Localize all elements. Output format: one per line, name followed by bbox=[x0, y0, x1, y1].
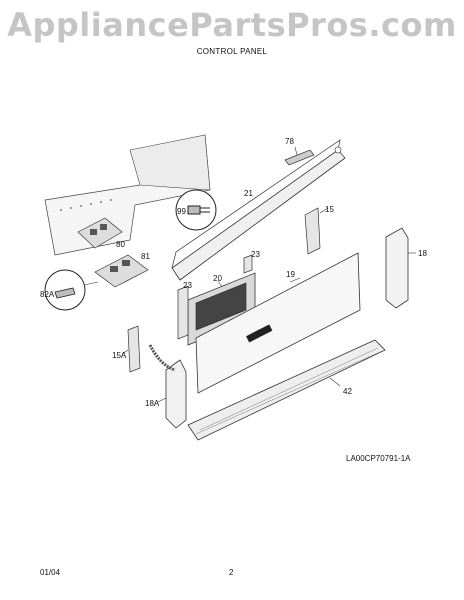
callout-80: 80 bbox=[116, 240, 125, 249]
relay-chip-2 bbox=[100, 224, 107, 230]
control-panel-19 bbox=[195, 252, 361, 394]
bracket-dots bbox=[60, 199, 112, 211]
bracket-top-panel bbox=[129, 134, 211, 191]
relay-chip-1 bbox=[90, 229, 97, 235]
callout-23-right: 23 bbox=[251, 250, 260, 259]
callout-20: 20 bbox=[213, 274, 222, 283]
watermark-logo: AppliancePartsPros.com bbox=[7, 6, 457, 44]
callout-23-left: 23 bbox=[183, 281, 192, 290]
callout-18: 18 bbox=[418, 249, 427, 258]
brand-badge bbox=[246, 324, 273, 343]
board-chip-1 bbox=[110, 266, 118, 272]
callout-81: 81 bbox=[141, 252, 150, 261]
clip-78 bbox=[284, 149, 315, 166]
wire-harness bbox=[148, 344, 176, 372]
display-window bbox=[195, 282, 247, 331]
callout-99: 99 bbox=[177, 207, 186, 216]
leader-42 bbox=[329, 377, 341, 387]
leader-78 bbox=[294, 146, 298, 156]
bracket-15 bbox=[304, 207, 321, 255]
bracket-23-left bbox=[177, 285, 189, 340]
callout-15a: 15A bbox=[112, 351, 127, 360]
leader-18a bbox=[157, 397, 167, 403]
control-board-81 bbox=[94, 254, 149, 288]
callout-21: 21 bbox=[244, 189, 253, 198]
callout-15: 15 bbox=[325, 205, 334, 214]
board-chip-2 bbox=[122, 260, 130, 266]
endcap-18a bbox=[165, 359, 187, 429]
leader-15a bbox=[121, 349, 129, 355]
figure-code: LA00CP70791-1A bbox=[346, 454, 411, 463]
screw-82a bbox=[54, 287, 76, 299]
footer-page: 2 bbox=[229, 568, 234, 577]
leader-15 bbox=[319, 207, 329, 214]
bracket-23-right bbox=[243, 254, 253, 274]
screw-99 bbox=[187, 205, 210, 215]
bracket-15a bbox=[127, 325, 141, 373]
leader-19 bbox=[289, 277, 301, 283]
trim-screw bbox=[334, 146, 342, 154]
endcap-18 bbox=[385, 227, 409, 309]
trim-21 bbox=[171, 149, 346, 281]
callout-19: 19 bbox=[286, 270, 295, 279]
callout-18a: 18A bbox=[145, 399, 160, 408]
leader-82a-circle bbox=[83, 281, 99, 286]
leader-20 bbox=[217, 280, 223, 288]
footer-date: 01/04 bbox=[40, 568, 61, 577]
vent-slats bbox=[195, 347, 381, 435]
relay-board-80 bbox=[77, 217, 123, 249]
callout-42: 42 bbox=[343, 387, 352, 396]
diagram-subtitle: CONTROL PANEL bbox=[196, 47, 268, 56]
callout-78: 78 bbox=[285, 137, 294, 146]
callout-82a: 82A bbox=[40, 290, 55, 299]
trim-21-edge bbox=[171, 139, 341, 269]
